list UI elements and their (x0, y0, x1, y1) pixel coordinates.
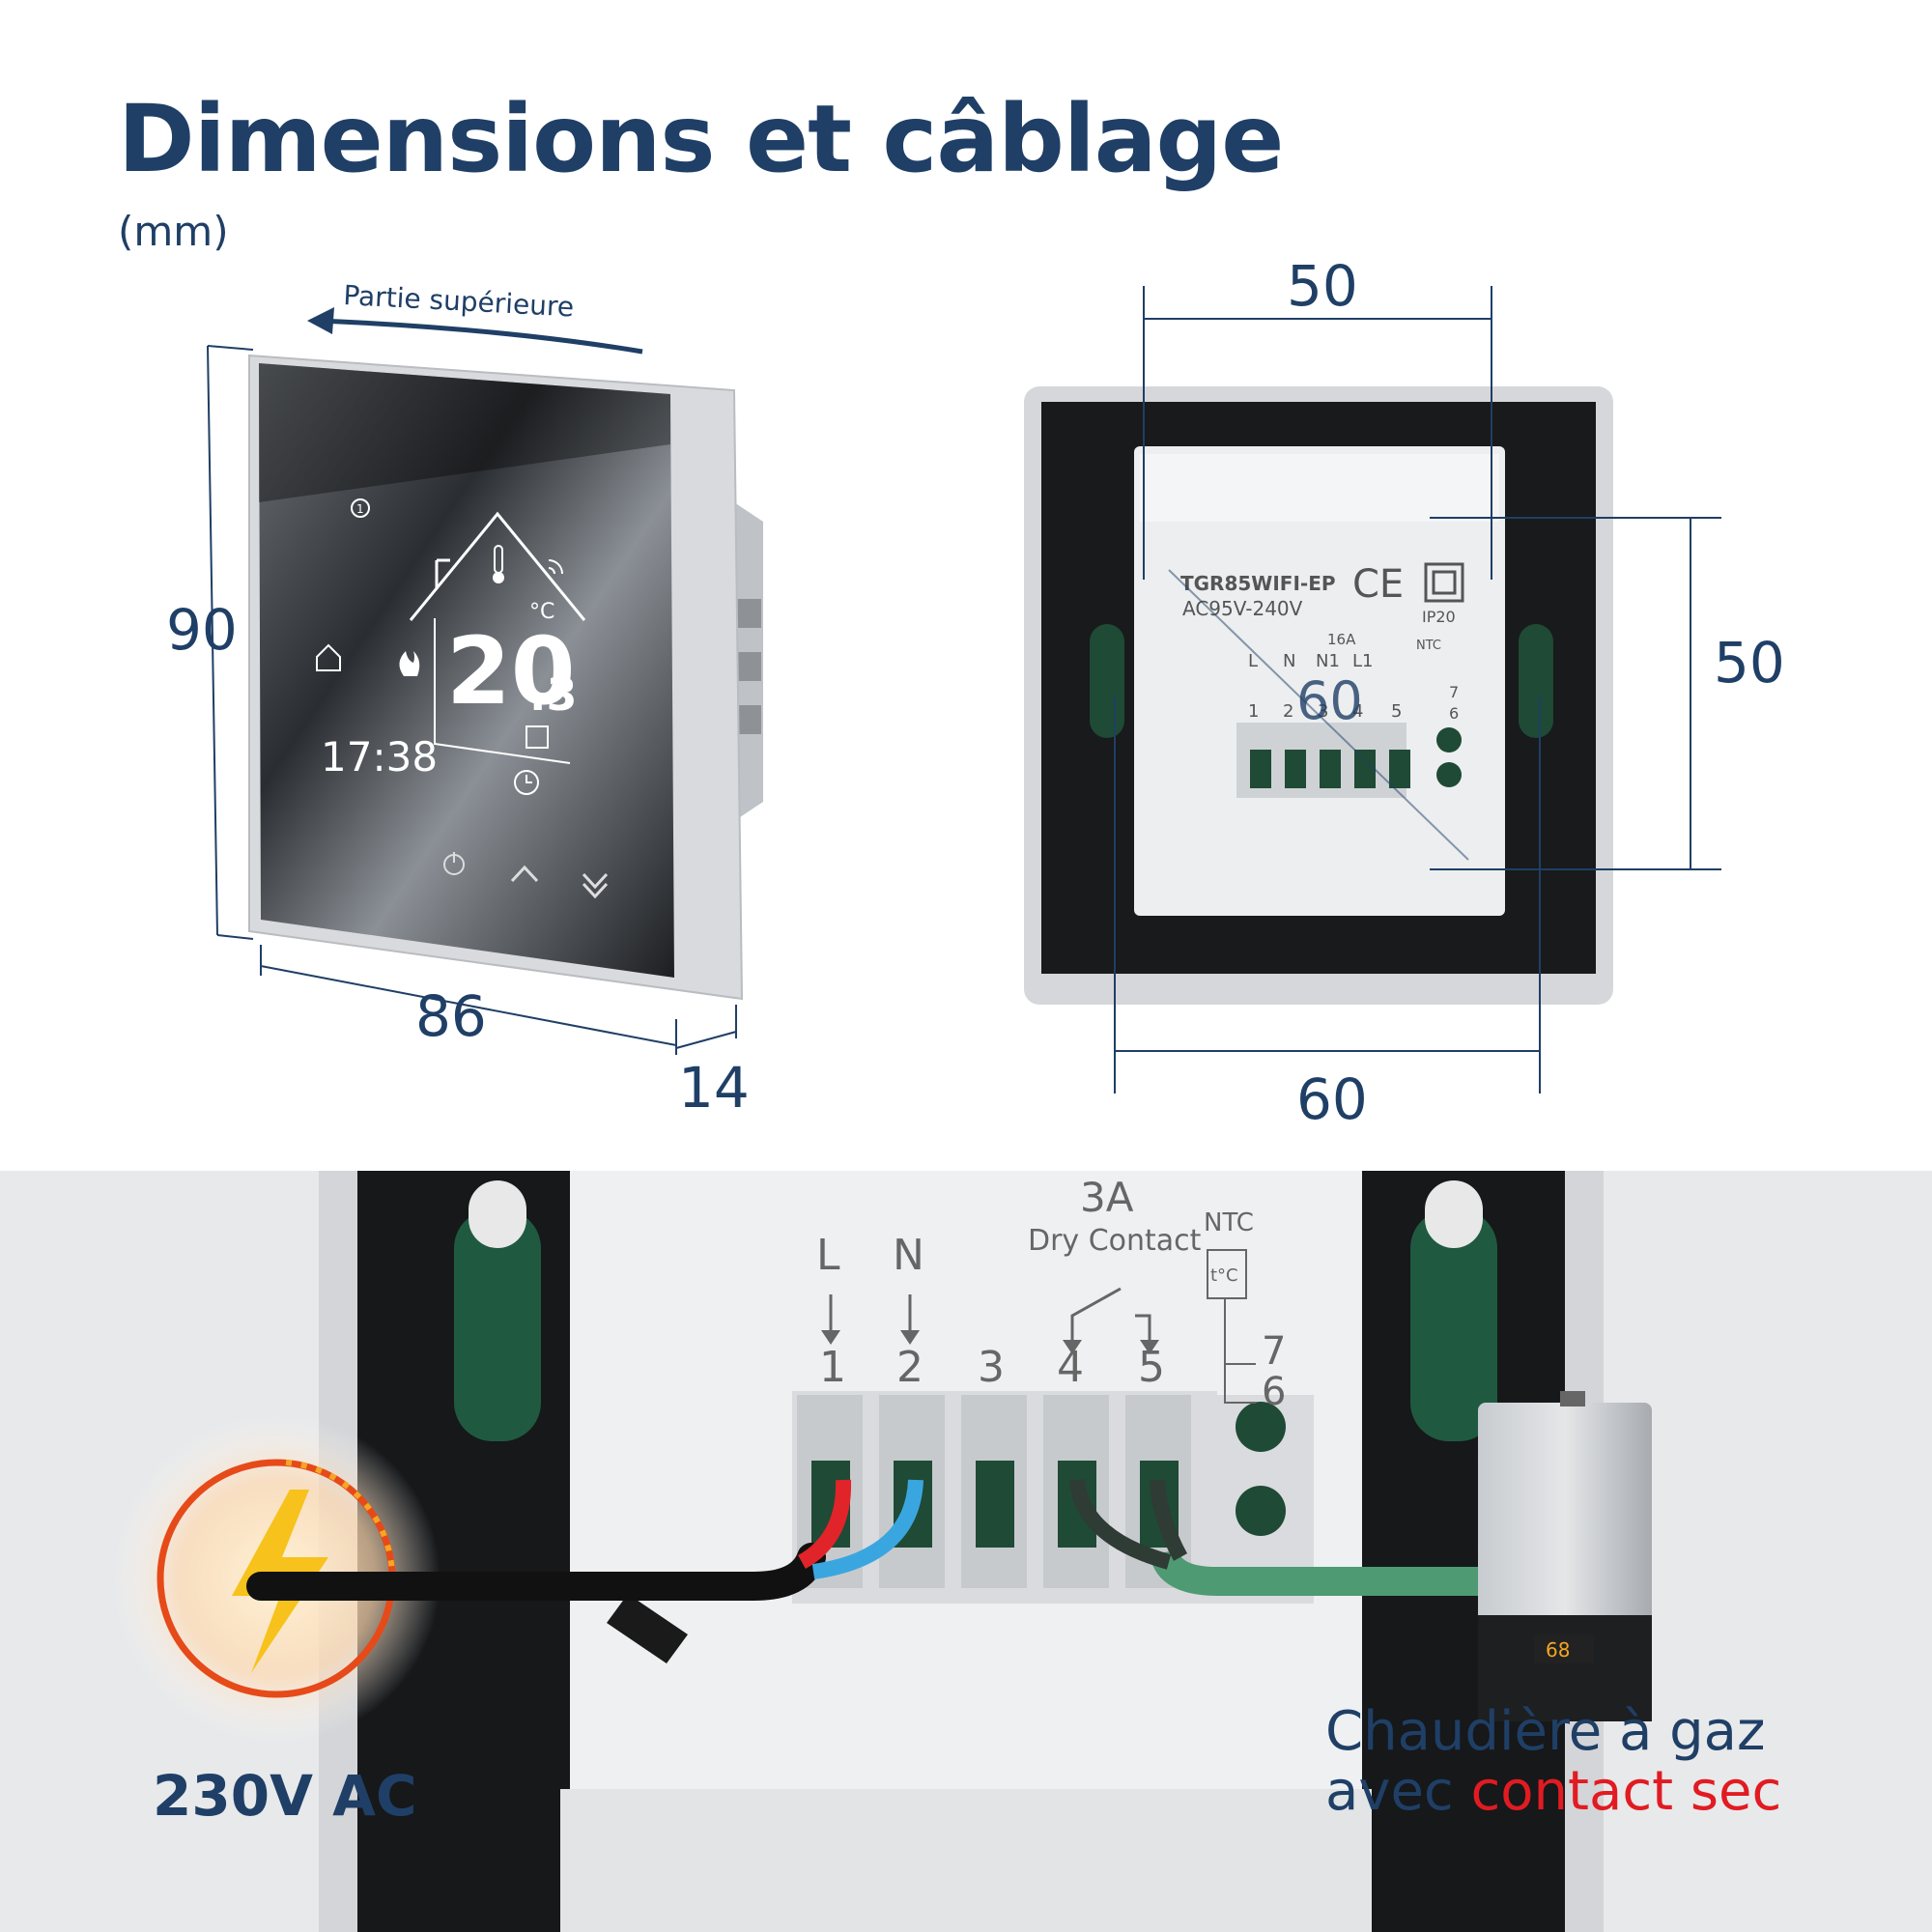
dry-contact-switch (1070, 1287, 1122, 1345)
wiring-ntc-num-7: 7 (1262, 1329, 1286, 1374)
rating-label: IP20 (1422, 608, 1456, 626)
relay-rating: 3A (1080, 1174, 1134, 1221)
live-wire (797, 1479, 852, 1569)
boiler-display-readout: 68 (1546, 1638, 1570, 1662)
double-insulation-icon (1424, 562, 1464, 603)
wiring-num-4: 4 (1057, 1343, 1084, 1392)
top-arrow-head (307, 307, 334, 334)
unit-label: (mm) (118, 208, 229, 255)
mode-1-icon (351, 498, 370, 518)
term-num-4: 4 (1352, 701, 1363, 722)
power-label: 230V AC (153, 1763, 417, 1829)
ntc-label-small: NTC (1416, 639, 1441, 653)
house-outline-icon (409, 511, 586, 621)
boiler-label-highlight: contact sec (1470, 1760, 1782, 1823)
temperature-readout: 20 (446, 617, 576, 725)
term-num-2: 2 (1283, 701, 1293, 722)
ntc-num-6: 6 (1449, 704, 1459, 723)
model-label: TGR85WIFI-EP (1180, 572, 1336, 595)
wiring-num-5: 5 (1138, 1343, 1165, 1392)
boiler-display (1534, 1634, 1594, 1663)
ntc-sensor-symbol: t°C (1210, 1265, 1238, 1286)
wiring-ntc-screw-top (1236, 1402, 1286, 1452)
degree-unit: °C (529, 600, 554, 624)
center-dim-label: 60 (1296, 670, 1363, 731)
top-label: Partie supérieure (343, 279, 575, 323)
diagonal-dim-line (1168, 569, 1469, 861)
gas-boiler (1478, 1403, 1652, 1654)
neutral-wire (811, 1479, 923, 1579)
relay-type: Dry Contact (1028, 1224, 1202, 1258)
ntc-screw-bottom (1436, 762, 1462, 787)
boiler-label: Chaudière à gaz avec contact sec (1325, 1702, 1781, 1822)
wiring-diagram: 3A Dry Contact NTC t°C L N 1 2 3 4 5 7 6… (0, 1171, 1932, 1932)
width-dim-line (260, 965, 677, 1046)
term-letter-l1: L1 (1352, 651, 1373, 671)
back-right-dim-label: 50 (1714, 630, 1785, 696)
wiring-num-1: 1 (819, 1343, 846, 1392)
up-arrow-icon (510, 865, 539, 883)
wiring-ntc-label: NTC (1204, 1208, 1254, 1237)
height-dim-line (207, 345, 218, 936)
wiring-letter-n: N (893, 1231, 924, 1280)
back-top-dim-label: 50 (1287, 253, 1358, 319)
contact-wire-5 (1150, 1479, 1188, 1561)
boiler-label-prefix: avec (1325, 1760, 1471, 1823)
temperature-decimal: .3 (529, 668, 577, 721)
back-view-diagram: TGR85WIFI-EP AC95V-240V CE IP20 16A NTC … (1024, 286, 1721, 1094)
depth-label: 14 (678, 1055, 750, 1121)
house-icon (316, 643, 341, 671)
clock-icon (514, 770, 539, 795)
boiler-label-line1: Chaudière à gaz (1325, 1700, 1766, 1763)
wiring-ntc-num-6: 6 (1262, 1370, 1286, 1414)
wiring-left-clip (454, 1209, 541, 1441)
term-num-3: 3 (1318, 701, 1328, 722)
top-arrow (318, 318, 643, 355)
back-module (1134, 446, 1505, 916)
wiring-letter-l: L (816, 1231, 840, 1280)
depth-dim-line (675, 1031, 737, 1049)
contact-wire-4 (1069, 1478, 1172, 1570)
down-arrow-icon (582, 872, 609, 890)
right-clip (1519, 624, 1553, 738)
ce-mark: CE (1352, 562, 1404, 607)
term-num-1: 1 (1248, 701, 1259, 722)
clock-readout: 17:38 (321, 733, 438, 781)
ntc-screw-top (1436, 727, 1462, 753)
wiring-ntc-screw-bottom (1236, 1486, 1286, 1536)
heating-icon (526, 725, 549, 749)
current-label: 16A (1327, 631, 1356, 648)
left-clip (1090, 624, 1124, 738)
flame-icon (399, 651, 420, 676)
wiring-panel: 3A Dry Contact NTC t°C L N 1 2 3 4 5 7 6… (0, 1171, 1932, 1932)
wiring-right-clip (1410, 1209, 1497, 1441)
wiring-num-2: 2 (896, 1343, 923, 1392)
wifi-icon (548, 559, 563, 575)
back-bottom-dim-label: 60 (1296, 1066, 1368, 1132)
wiring-num-3: 3 (978, 1343, 1005, 1392)
boiler-label-line2: avec contact sec (1325, 1762, 1781, 1822)
voltage-label: AC95V-240V (1182, 597, 1303, 620)
term-num-5: 5 (1391, 701, 1402, 722)
page-title: Dimensions et câblage (118, 85, 1284, 193)
ntc-sensor-icon (1207, 1249, 1247, 1299)
height-label: 90 (166, 597, 238, 663)
term-letter-l: L (1248, 651, 1258, 671)
term-letter-n1: N1 (1316, 651, 1340, 671)
front-view-diagram: Partie supérieure 1 20 .3 °C 17:38 (207, 279, 763, 1055)
svg-text:1: 1 (356, 502, 364, 516)
term-letter-n: N (1283, 651, 1295, 671)
ntc-num-7: 7 (1449, 683, 1459, 701)
width-label: 86 (415, 983, 487, 1049)
